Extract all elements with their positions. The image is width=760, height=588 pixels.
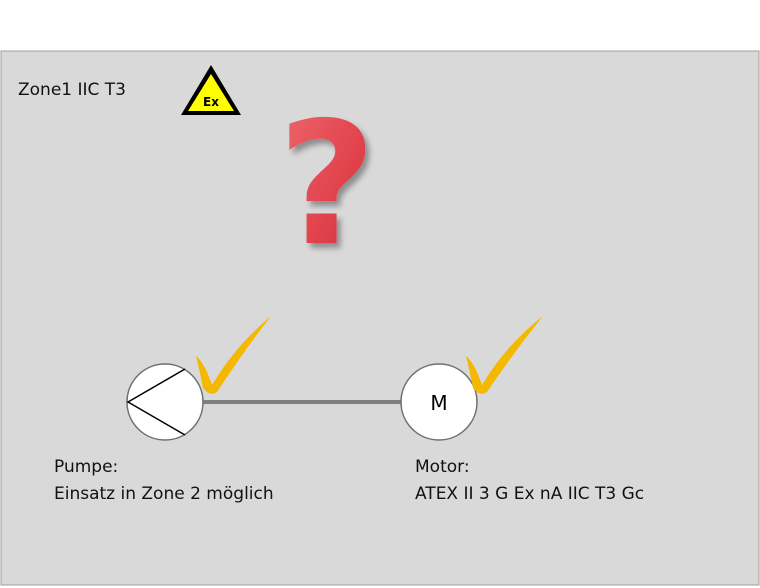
zone-panel bbox=[0, 50, 760, 586]
question-mark-icon: ? bbox=[278, 86, 377, 284]
motor-symbol: M bbox=[400, 363, 478, 441]
motor-symbol-letter: M bbox=[430, 391, 447, 415]
pump-symbol bbox=[126, 363, 204, 441]
pump-checkmark-icon bbox=[196, 316, 271, 394]
ex-warning-icon: Ex bbox=[181, 65, 241, 115]
motor-checkmark-icon bbox=[466, 316, 543, 394]
zone-label: Zone1 IIC T3 bbox=[18, 80, 127, 100]
motor-description: ATEX II 3 G Ex nA IIC T3 Gc bbox=[415, 484, 645, 504]
pump-title: Pumpe: bbox=[54, 457, 119, 477]
pump-description: Einsatz in Zone 2 möglich bbox=[54, 484, 274, 504]
motor-title: Motor: bbox=[415, 457, 470, 477]
ex-sign-text: Ex bbox=[203, 95, 219, 109]
